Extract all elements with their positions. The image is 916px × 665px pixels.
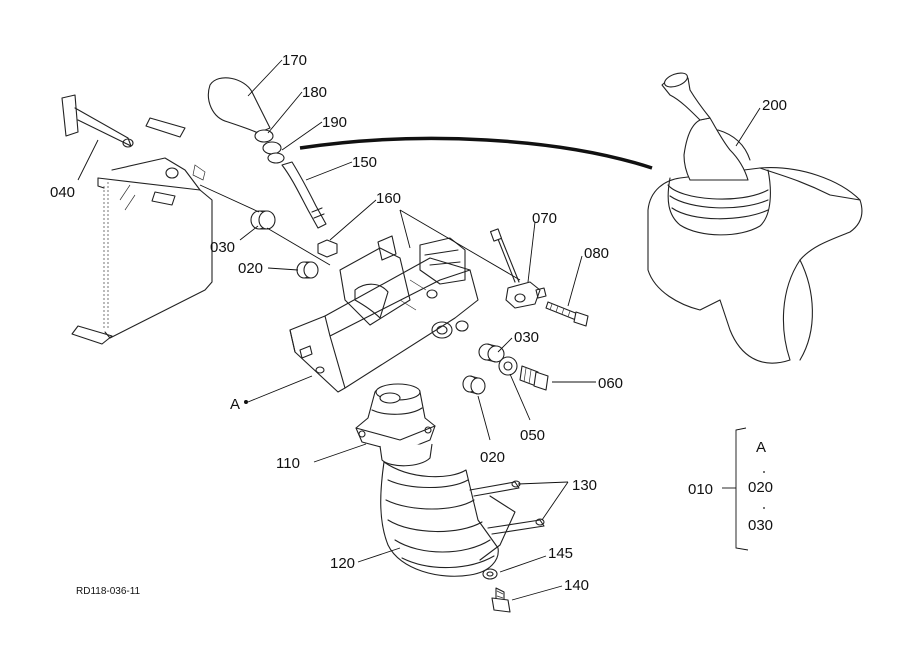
part-180-ring [254,129,274,143]
callout-050: 050 [520,427,545,444]
part-040-bracket [61,94,213,345]
axis-line-030 [266,227,331,266]
part-200-console [647,72,863,364]
part-020-bushing-left [296,261,319,279]
part-030-spacer-right [478,343,505,363]
legend-parent-010: 010 [688,481,713,498]
part-080-bolt [545,301,589,327]
callout-140: 140 [564,577,589,594]
callout-070: 070 [532,210,557,227]
callout-030-right: 030 [514,329,539,346]
callout-110: 110 [276,455,300,472]
part-020-bushing-bottom [462,375,486,395]
callout-040: 040 [50,184,75,201]
callout-080: 080 [584,245,609,262]
callout-190: 190 [322,114,347,131]
callout-A: A [230,396,240,413]
callout-labels: 170 180 190 150 160 040 030 020 070 080 … [50,52,787,597]
part-160-nut [317,239,338,258]
part-050-washer [498,356,518,376]
callout-160: 160 [376,190,401,207]
callout-120: 120 [330,555,355,572]
part-150-lever [281,161,327,229]
callout-170: 170 [282,52,307,69]
assembly-legend [244,400,765,551]
part-130-band [469,480,545,561]
legend-item-A: A [756,439,766,456]
part-120-boot [380,461,499,577]
part-140-bolt [491,587,511,613]
reference-cable [299,136,653,170]
callout-200: 200 [762,97,787,114]
drawing-code: RD118-036-11 [76,586,141,597]
legend-item-020: 020 [748,479,773,496]
part-070-switch [489,228,547,309]
part-145-washer [482,568,498,580]
callout-020-left: 020 [238,260,263,277]
part-170-knob [207,77,271,134]
part-190-ring [262,141,285,164]
callout-020-bottom: 020 [480,449,505,466]
callout-150: 150 [352,154,377,171]
callout-145: 145 [548,545,573,562]
callout-180: 180 [302,84,327,101]
shift-lever-bracket [289,235,479,393]
part-060-bolt [519,365,549,391]
callout-030-left: 030 [210,239,235,256]
part-110-mount [355,383,436,467]
callout-060: 060 [598,375,623,392]
axis-line-040 [199,184,260,213]
legend-item-030: 030 [748,517,773,534]
callout-130: 130 [572,477,597,494]
leader-lines [77,59,761,601]
part-030-spacer-left [250,210,276,230]
